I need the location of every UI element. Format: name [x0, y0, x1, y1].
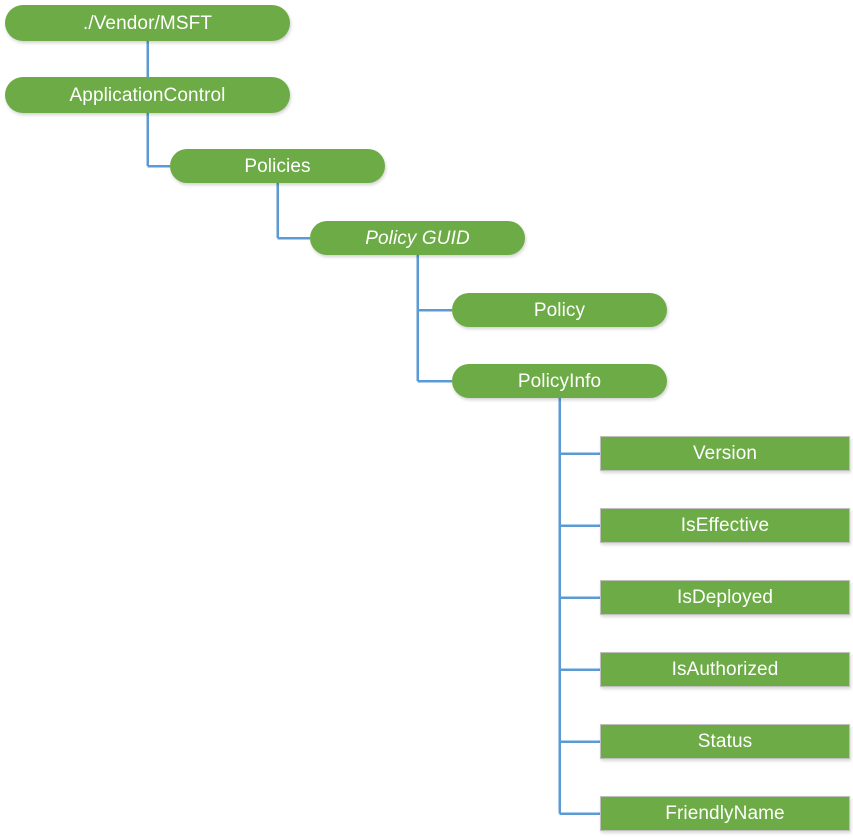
node-version: Version [600, 436, 850, 471]
node-application-control: ApplicationControl [5, 77, 290, 113]
node-label-version: Version [692, 443, 758, 464]
node-status: Status [600, 724, 850, 759]
node-friendly-name: FriendlyName [600, 796, 850, 831]
node-label-application-control: ApplicationControl [69, 84, 226, 106]
node-label-vendor-msft: ./Vendor/MSFT [82, 12, 213, 34]
node-label-policy-info: PolicyInfo [517, 370, 602, 392]
node-label-policies: Policies [244, 155, 311, 177]
node-label-is-deployed: IsDeployed [676, 587, 774, 608]
node-label-status: Status [697, 731, 753, 752]
node-label-friendly-name: FriendlyName [665, 803, 785, 824]
node-label-policy-guid: Policy GUID [365, 227, 470, 249]
node-is-effective: IsEffective [600, 508, 850, 543]
node-label-policy: Policy [533, 299, 586, 321]
node-label-is-effective: IsEffective [680, 515, 770, 536]
node-is-authorized: IsAuthorized [600, 652, 850, 687]
node-policy-info: PolicyInfo [452, 364, 667, 398]
node-policies: Policies [170, 149, 385, 183]
node-vendor-msft: ./Vendor/MSFT [5, 5, 290, 41]
node-label-is-authorized: IsAuthorized [671, 659, 779, 680]
node-is-deployed: IsDeployed [600, 580, 850, 615]
node-policy-guid: Policy GUID [310, 221, 525, 255]
node-policy: Policy [452, 293, 667, 327]
